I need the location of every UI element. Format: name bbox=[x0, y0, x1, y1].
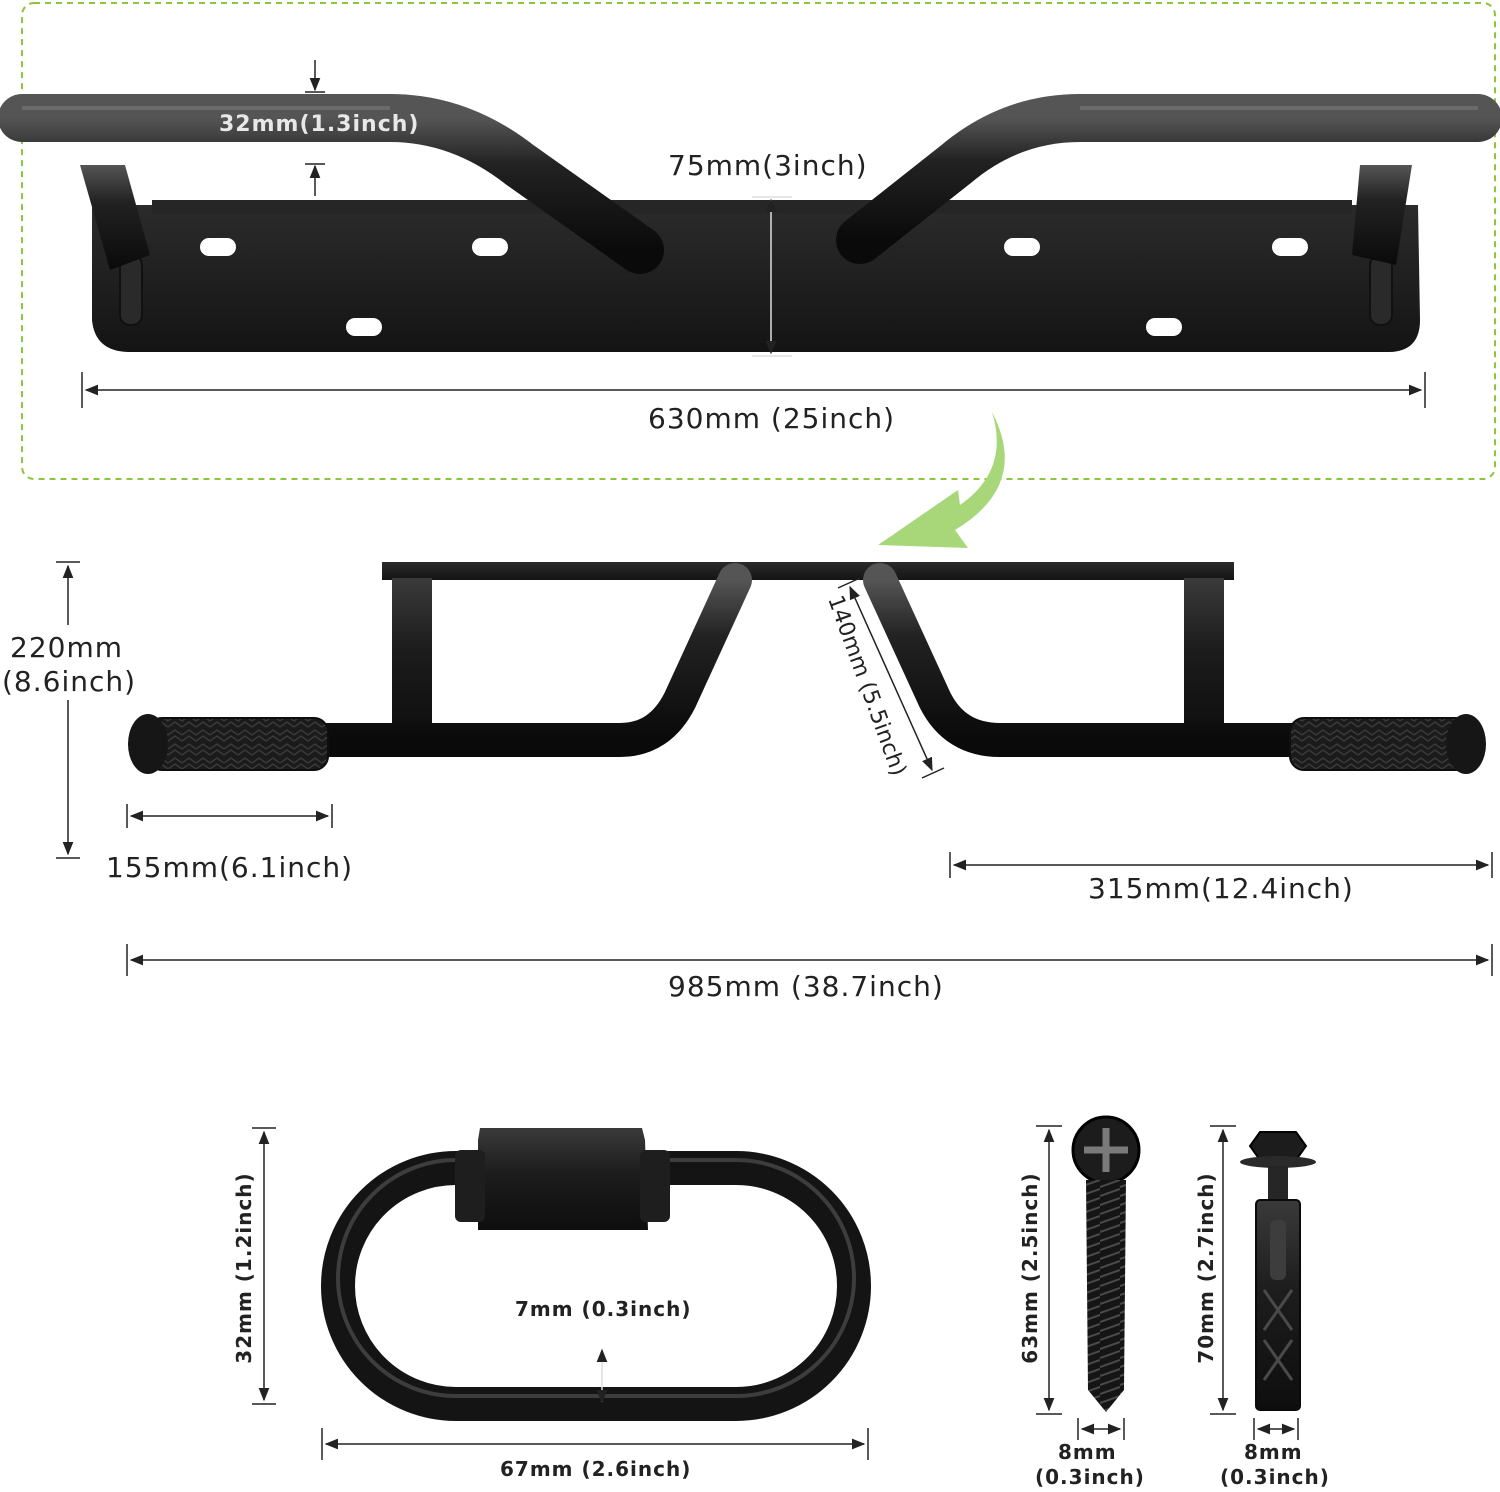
label-plate-height: 75mm(3inch) bbox=[668, 149, 868, 182]
dim-bolt-diameter bbox=[1253, 1418, 1299, 1440]
wall-plate bbox=[92, 205, 1420, 352]
label-grip-length: 155mm(6.1inch) bbox=[106, 851, 354, 884]
dim-link-width bbox=[321, 1428, 869, 1460]
dim-screw-length bbox=[1036, 1125, 1062, 1415]
quick-link-view bbox=[252, 1127, 871, 1460]
left-grip-end bbox=[128, 714, 168, 774]
main-tube-right bbox=[836, 94, 1500, 264]
label-link-wire: 7mm (0.3inch) bbox=[515, 1297, 692, 1321]
label-bolt-length: 70mm (2.7inch) bbox=[1194, 1172, 1218, 1364]
dim-plate-height bbox=[752, 196, 792, 357]
dim-screw-diameter bbox=[1077, 1418, 1125, 1440]
label-bar-height-mm: 220mm bbox=[10, 631, 123, 664]
label-bar-height-in: (8.6inch) bbox=[2, 665, 137, 698]
dim-bar-height bbox=[56, 561, 80, 859]
left-post bbox=[392, 578, 432, 738]
label-screw-dia-in: (0.3inch) bbox=[1035, 1465, 1145, 1489]
label-bolt-dia-in: (0.3inch) bbox=[1220, 1465, 1330, 1489]
right-grip bbox=[1289, 717, 1471, 771]
wood-screw-view bbox=[1036, 1115, 1141, 1440]
right-grip-end bbox=[1446, 714, 1486, 774]
dim-total-width bbox=[126, 944, 1493, 976]
bar-tube-right bbox=[863, 563, 1313, 757]
label-link-height: 32mm (1.2inch) bbox=[232, 1172, 256, 1364]
label-tube-diameter: 32mm(1.3inch) bbox=[219, 112, 420, 137]
transition-arrow bbox=[878, 412, 1005, 548]
dim-grip-length bbox=[126, 804, 333, 828]
plate-mounting-slots bbox=[200, 238, 1308, 336]
main-tube bbox=[0, 94, 664, 274]
expansion-bolt-view bbox=[1210, 1125, 1316, 1440]
label-link-width: 67mm (2.6inch) bbox=[500, 1457, 692, 1481]
label-bolt-dia-mm: 8mm bbox=[1244, 1440, 1303, 1464]
dim-plate-width bbox=[81, 372, 1426, 408]
label-screw-length: 63mm (2.5inch) bbox=[1018, 1172, 1042, 1364]
dim-link-height bbox=[252, 1127, 276, 1405]
panel-dashed-border bbox=[21, 2, 1496, 480]
pullup-bar-view bbox=[56, 561, 1493, 976]
support-legs bbox=[80, 165, 1412, 270]
top-view-panel bbox=[0, 2, 1500, 480]
dim-half-width bbox=[949, 852, 1493, 878]
bar-tube bbox=[301, 563, 752, 757]
label-half-width: 315mm(12.4inch) bbox=[1088, 872, 1354, 905]
dim-bend-length bbox=[837, 577, 945, 779]
label-plate-width: 630mm (25inch) bbox=[648, 402, 896, 435]
label-screw-dia-mm: 8mm bbox=[1058, 1440, 1117, 1464]
dim-tube-diameter bbox=[305, 60, 325, 196]
right-post bbox=[1184, 578, 1224, 738]
left-grip bbox=[147, 717, 329, 771]
dim-bolt-length bbox=[1210, 1125, 1236, 1415]
bolt-shank bbox=[1268, 1166, 1288, 1206]
wall-plate-top-lip bbox=[152, 200, 1352, 214]
screw-shank bbox=[1086, 1180, 1126, 1412]
quick-link-sleeve bbox=[478, 1128, 648, 1230]
label-total-width: 985mm (38.7inch) bbox=[668, 970, 944, 1003]
bar-wall-plate bbox=[382, 562, 1234, 580]
bolt-hex-head bbox=[1248, 1131, 1308, 1161]
bolt-sleeve bbox=[1255, 1199, 1301, 1411]
